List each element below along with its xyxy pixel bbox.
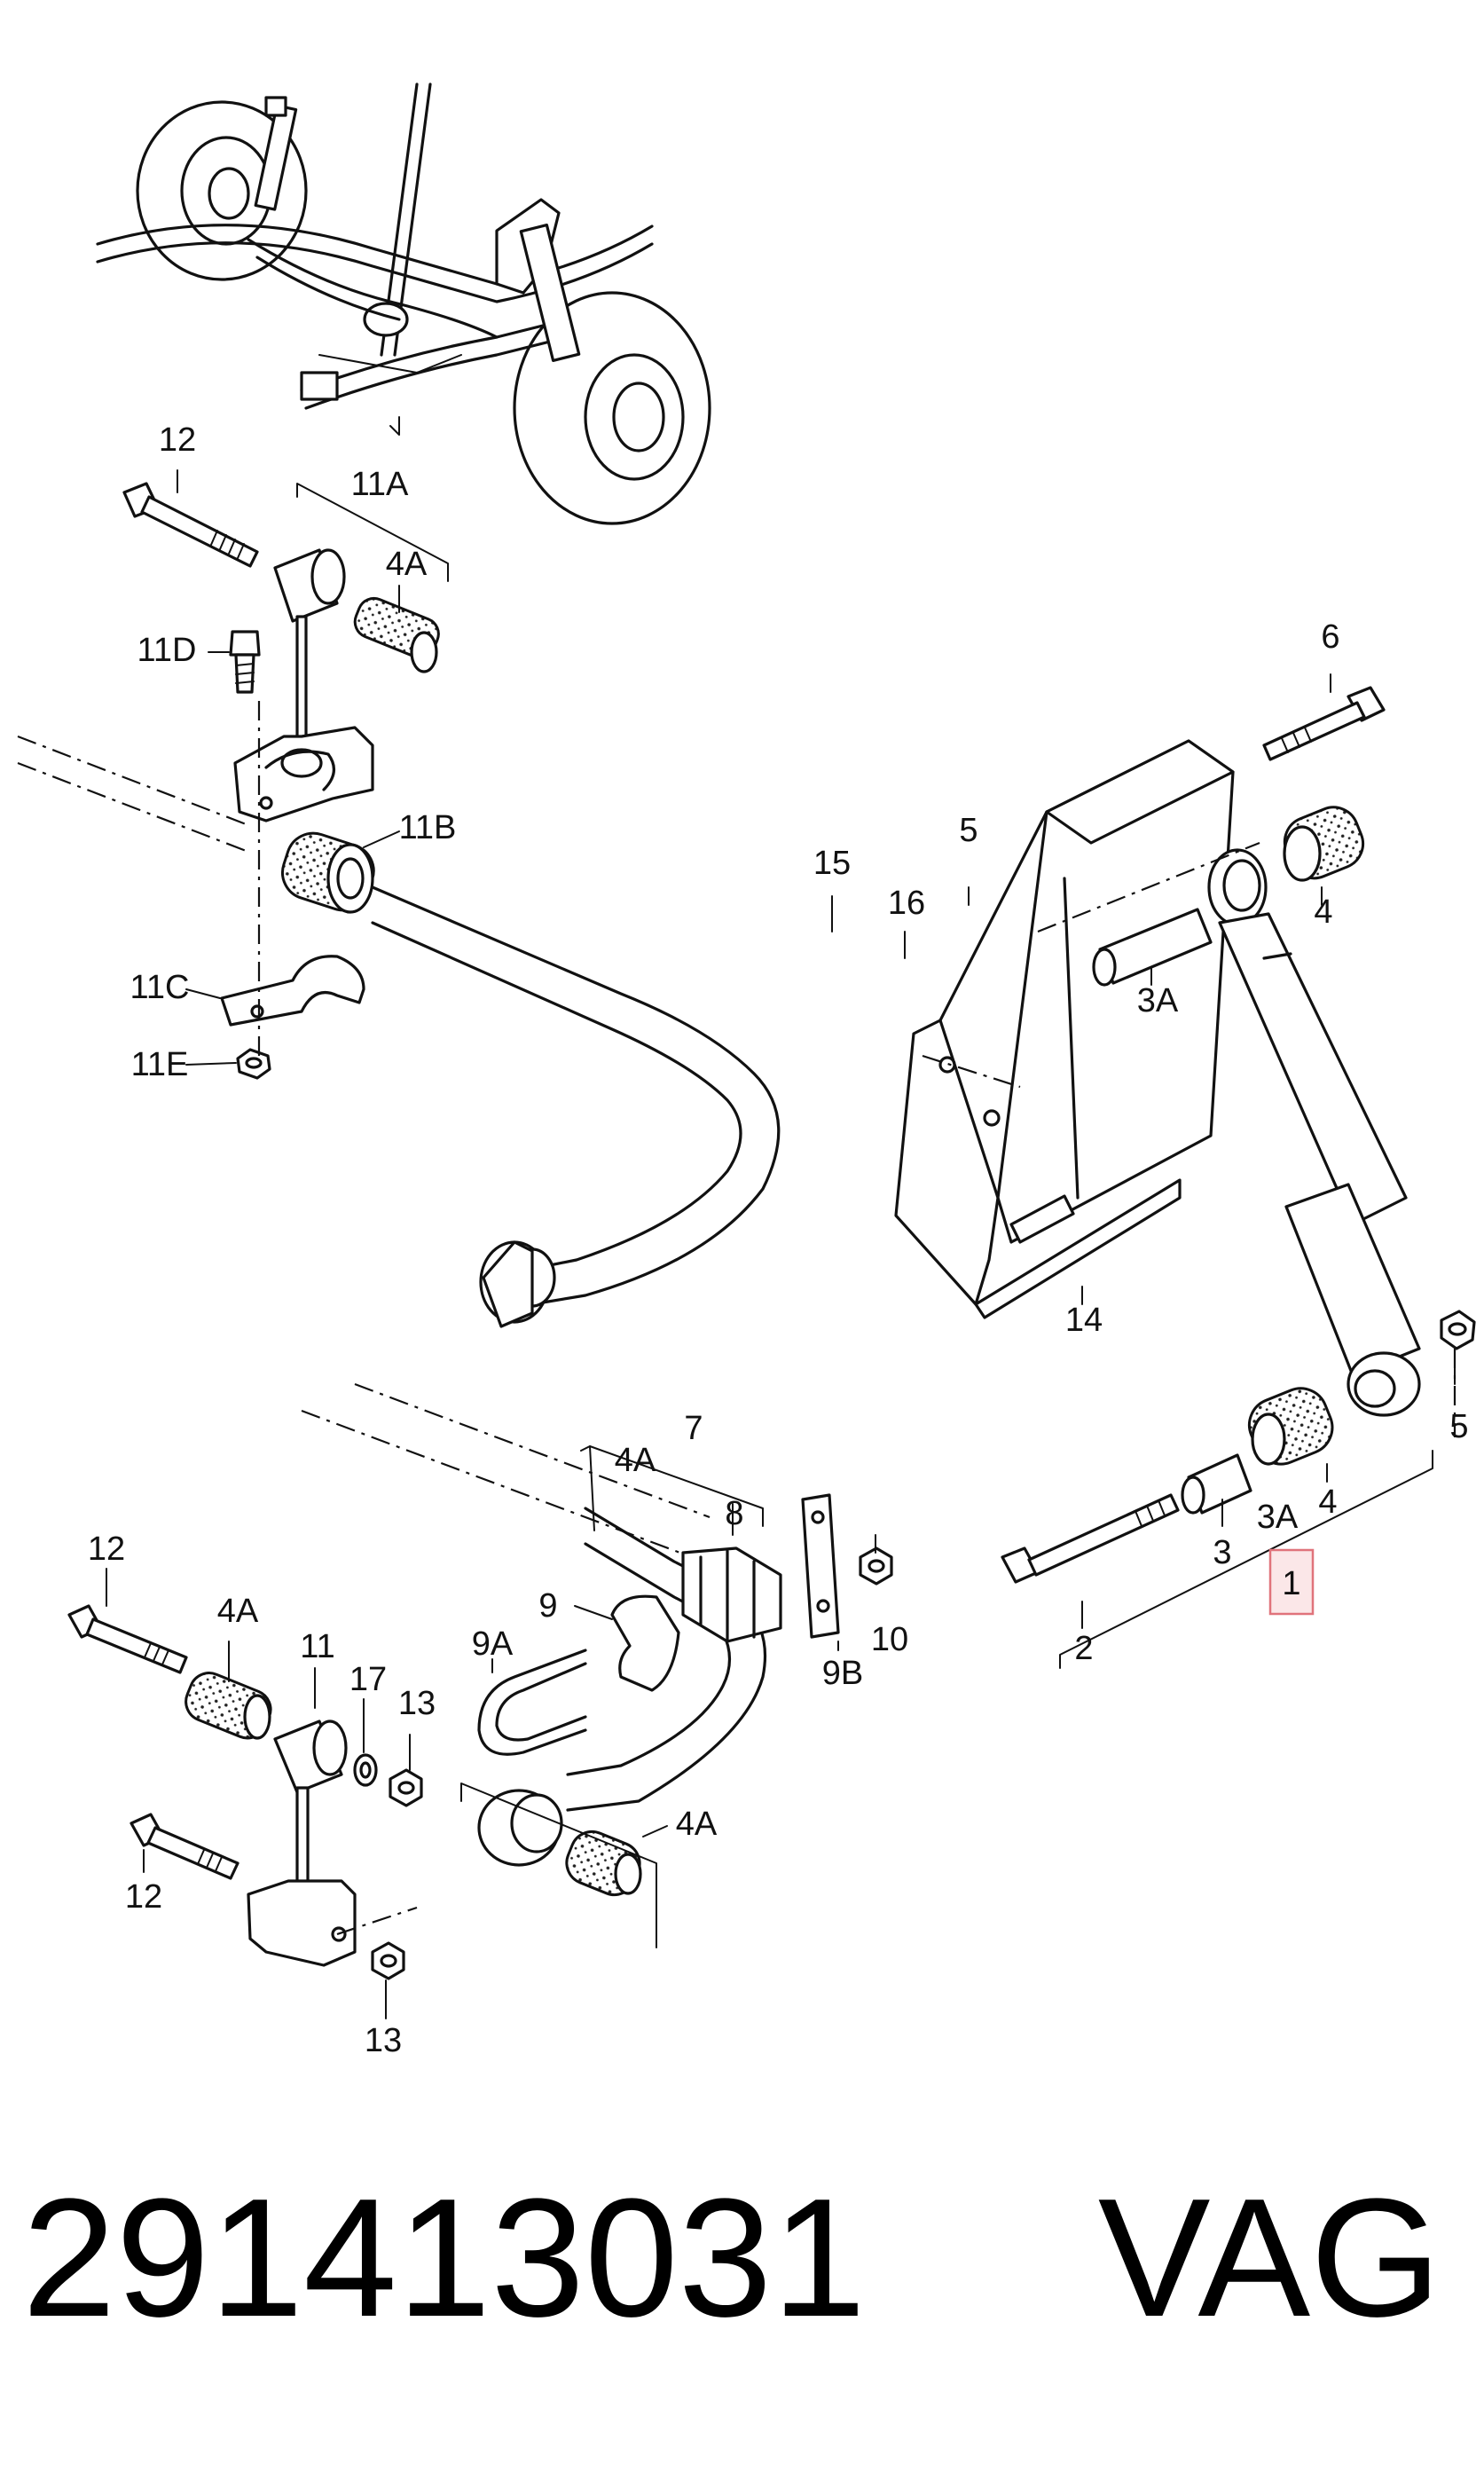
shock-absorber-assembly <box>894 686 1476 1669</box>
label-8: 8 <box>725 1495 743 1532</box>
label-12-bottom: 12 <box>125 1878 162 1916</box>
bolt-6 <box>1262 686 1386 761</box>
label-5-right: 5 <box>1449 1408 1468 1445</box>
label-12-middle: 12 <box>88 1531 125 1568</box>
link-11 <box>247 1719 357 1967</box>
rear-stabilizer-assembly <box>301 1382 893 1948</box>
label-6: 6 <box>1321 618 1339 656</box>
sleeve-3 <box>1181 1453 1252 1515</box>
rear-bar-eye <box>477 1789 563 1867</box>
nut-10 <box>859 1546 893 1586</box>
rear-link-assembly <box>67 1604 423 1980</box>
label-9b: 9B <box>822 1655 863 1692</box>
label-3a-bottom: 3A <box>1257 1499 1299 1536</box>
label-11a: 11A <box>351 466 409 503</box>
rubber-bush-4-bottom <box>1247 1387 1334 1466</box>
label-4a-top: 4A <box>386 546 428 583</box>
label-11e: 11E <box>131 1046 189 1083</box>
label-10: 10 <box>871 1621 908 1658</box>
label-16: 16 <box>888 885 925 922</box>
leader-lines <box>106 469 1456 2019</box>
label-4a-left: 4A <box>217 1593 259 1630</box>
label-11d: 11D <box>137 632 197 669</box>
u-bolt-9a <box>477 1649 587 1756</box>
bolt-12-bottom <box>130 1813 239 1880</box>
shock-absorber <box>1207 848 1421 1377</box>
label-13-bottom: 13 <box>365 2022 402 2059</box>
nut-13-bottom <box>371 1941 405 1980</box>
label-2: 2 <box>1074 1630 1093 1667</box>
shock-lower-eye <box>1347 1351 1421 1417</box>
rubber-mount-8 <box>681 1546 782 1643</box>
nut-5-right <box>1440 1310 1476 1350</box>
label-13-top: 13 <box>398 1685 436 1722</box>
nut-11e <box>236 1048 271 1080</box>
bolt-2 <box>1001 1493 1180 1584</box>
label-12-top: 12 <box>159 421 196 459</box>
label-1[interactable]: 1 <box>1282 1565 1300 1602</box>
bolt-11d <box>229 630 261 694</box>
label-4-bottom: 4 <box>1318 1483 1337 1521</box>
rubber-bush-11b <box>281 831 375 914</box>
front-stabilizer-link-assembly <box>122 482 449 1080</box>
axle-overview-illustration <box>96 83 711 525</box>
label-3: 3 <box>1213 1534 1231 1571</box>
label-15: 15 <box>813 845 851 882</box>
bolt-12-middle <box>67 1604 188 1674</box>
rubber-bush-4a-bottom <box>565 1830 642 1897</box>
label-3a-top: 3A <box>1137 982 1179 1019</box>
nut-13-top <box>389 1768 423 1807</box>
footer: 291413031 VAG <box>22 2164 1441 2352</box>
part-number: 291413031 <box>22 2164 866 2352</box>
stabilizer-bar-front <box>17 735 781 1328</box>
label-9: 9 <box>538 1587 557 1625</box>
spacer-sleeve-3a-top <box>1092 908 1213 987</box>
link-11a <box>273 548 346 747</box>
label-4a-bottom: 4A <box>676 1806 718 1843</box>
label-11: 11 <box>300 1628 334 1665</box>
label-4-top: 4 <box>1314 893 1332 931</box>
bolt-12-top <box>122 482 259 568</box>
highlight-box-1[interactable] <box>1268 1548 1315 1616</box>
rubber-bush-4-top <box>1283 806 1365 882</box>
clamp-bracket <box>233 726 374 822</box>
label-5-top: 5 <box>959 812 978 849</box>
brand-name: VAG <box>1098 2164 1441 2352</box>
callout-labels: 12 11A 4A 11D 11B 11C 11E 6 5 4 15 16 3A… <box>88 421 1469 2059</box>
washer-17 <box>353 1753 378 1787</box>
label-11c: 11C <box>130 969 190 1006</box>
label-7: 7 <box>684 1410 703 1447</box>
label-4a-mid: 4A <box>615 1442 656 1479</box>
label-9a: 9A <box>472 1625 514 1663</box>
label-17: 17 <box>349 1661 387 1698</box>
label-11b: 11B <box>399 809 457 846</box>
plate-9b <box>801 1493 840 1639</box>
rubber-bush-4a-left <box>185 1672 272 1740</box>
mounting-bracket-14 <box>894 739 1235 1319</box>
rubber-bush-4a-top <box>353 596 440 673</box>
label-14: 14 <box>1065 1302 1103 1339</box>
clamp-11c <box>220 955 365 1027</box>
clamp-bush-9 <box>610 1594 680 1692</box>
